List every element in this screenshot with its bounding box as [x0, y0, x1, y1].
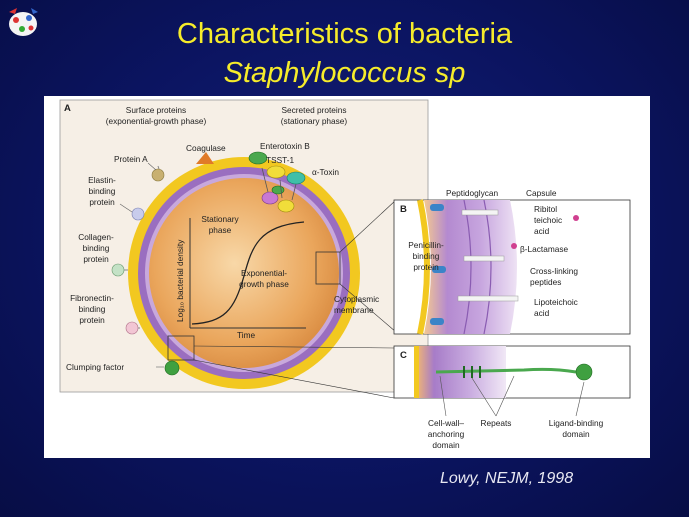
- fibronectin-binding-marker: [125, 321, 140, 335]
- secreted-proteins-header: Secreted proteins: [281, 105, 346, 115]
- ribitol-label-2: teichoic: [534, 215, 562, 225]
- collagen-label-1: Collagen-: [78, 232, 114, 242]
- pbp-label-1: Penicillin-: [408, 240, 444, 250]
- bacteria-figure: A Surface proteins (exponential-growth p…: [44, 96, 650, 458]
- panel-c-label: C: [400, 350, 407, 361]
- panel-b-zoom-box: [315, 251, 341, 285]
- tsst-label: TSST-1: [266, 155, 295, 165]
- clumping-factor-label: Clumping factor: [66, 362, 124, 372]
- elastin-binding-marker: [131, 207, 145, 221]
- cross-linking-peptides: [457, 209, 519, 302]
- stationary-label-2: phase: [209, 225, 232, 235]
- repeats-label: Repeats: [481, 418, 512, 428]
- stationary-label-1: Stationary: [201, 214, 239, 224]
- protein-a-label: Protein A: [114, 154, 148, 164]
- surface-proteins-subheader: (exponential-growth phase): [106, 116, 207, 126]
- bacterium-cytoplasm: [149, 178, 339, 368]
- elastin-label-3: protein: [89, 197, 115, 207]
- clumping-factor-marker: [164, 360, 180, 376]
- anchoring-label-2: anchoring: [428, 429, 465, 439]
- elastin-label-1: Elastin-: [88, 175, 116, 185]
- crosslink-label-1: Cross-linking: [530, 266, 578, 276]
- alpha-toxin-label: α-Toxin: [312, 167, 339, 177]
- collagen-label-2: binding: [83, 243, 110, 253]
- growth-xlabel: Time: [237, 330, 256, 340]
- lactamase-label: β-Lactamase: [520, 244, 569, 254]
- protein-a-marker: [151, 165, 165, 182]
- ligand-label-1: Ligand-binding: [549, 418, 604, 428]
- secreted-toxins: [248, 151, 306, 213]
- growth-curve: Log₁₀ bacterial density Time Stationary …: [175, 214, 306, 340]
- lipoteichoic-label-1: Lipoteichoic: [534, 297, 578, 307]
- ribitol-label-3: acid: [534, 226, 550, 236]
- enterotoxin-label: Enterotoxin B: [260, 141, 310, 151]
- pbp-label-3: protein: [413, 262, 439, 272]
- coagulase-label: Coagulase: [186, 143, 226, 153]
- clumping-factor-chain: [435, 367, 577, 374]
- lipoteichoic-label-2: acid: [534, 308, 550, 318]
- bacteria-diagram: A Surface proteins (exponential-growth p…: [59, 99, 631, 450]
- slide-subtitle: Staphylococcus sp: [223, 57, 466, 89]
- panel-c-zoom-box: [167, 335, 195, 361]
- cytoplasmic-label-2: membrane: [334, 305, 374, 315]
- bacteria-logo-icon: [5, 4, 41, 40]
- crosslink-label-2: peptides: [530, 277, 561, 287]
- collagen-binding-marker: [111, 263, 128, 277]
- surface-proteins-header: Surface proteins: [126, 105, 186, 115]
- panel-a-label: A: [64, 103, 71, 114]
- pbp-label-2: binding: [413, 251, 440, 261]
- ligand-label-2: domain: [562, 429, 590, 439]
- exponential-label-1: Exponential-: [241, 268, 287, 278]
- ribitol-label-1: Ribitol: [534, 204, 557, 214]
- secreted-proteins-subheader: (stationary phase): [281, 116, 348, 126]
- fibronectin-label-3: protein: [79, 315, 105, 325]
- exponential-label-2: growth phase: [239, 279, 289, 289]
- lactamase-dot-1: [573, 215, 579, 221]
- ligand-binding-domain-icon: [575, 363, 593, 381]
- anchoring-label-1: Cell-wall–: [428, 418, 464, 428]
- growth-ylabel: Log₁₀ bacterial density: [175, 239, 185, 322]
- fibronectin-label-2: binding: [79, 304, 106, 314]
- capsule-label: Capsule: [526, 188, 557, 198]
- panel-b-label: B: [400, 204, 407, 215]
- penicillin-binding-proteins: [430, 204, 446, 325]
- slide-title: Characteristics of bacteria: [176, 18, 513, 50]
- fibronectin-label-1: Fibronectin-: [70, 293, 114, 303]
- citation: Lowy, NEJM, 1998: [440, 470, 574, 487]
- coagulase-icon: [196, 152, 214, 164]
- collagen-label-3: protein: [83, 254, 109, 264]
- peptidoglycan-label: Peptidoglycan: [446, 188, 499, 198]
- elastin-label-2: binding: [89, 186, 116, 196]
- anchoring-label-3: domain: [432, 440, 460, 450]
- cytoplasmic-label-1: Cytoplasmic: [334, 294, 379, 304]
- lactamase-dot-2: [511, 243, 517, 249]
